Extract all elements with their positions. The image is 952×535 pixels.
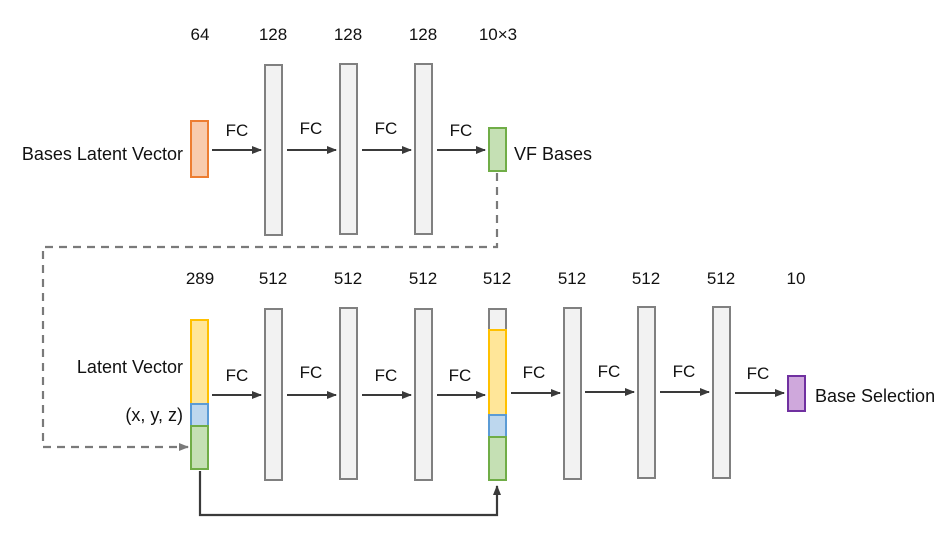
fc-label: FC bbox=[226, 366, 249, 385]
base-selection-label: Base Selection bbox=[815, 386, 935, 406]
fc-label: FC bbox=[747, 364, 770, 383]
vf-bases-connector bbox=[41, 173, 499, 451]
bottom-dim-label: 512 bbox=[409, 269, 437, 288]
bottom-hidden-layer bbox=[637, 306, 656, 479]
vf-bases-label: VF Bases bbox=[514, 144, 592, 164]
concat-vf-bases-segment bbox=[488, 436, 507, 481]
fc-label: FC bbox=[300, 119, 323, 138]
fc-label: FC bbox=[300, 363, 323, 382]
bottom-hidden-layer bbox=[264, 308, 283, 481]
skip-connection-arrow bbox=[198, 471, 501, 517]
latent-vector-segment bbox=[190, 319, 209, 405]
top-dim-label: 128 bbox=[334, 25, 362, 44]
bottom-hidden-layer bbox=[414, 308, 433, 481]
bottom-hidden-layer bbox=[339, 307, 358, 480]
bottom-dim-label: 512 bbox=[707, 269, 735, 288]
bottom-dim-label: 512 bbox=[558, 269, 586, 288]
bottom-hidden-layer bbox=[563, 307, 582, 480]
vf-bases-segment bbox=[190, 425, 209, 470]
fc-label: FC bbox=[226, 121, 249, 140]
bottom-dim-label: 512 bbox=[259, 269, 287, 288]
top-dim-label: 128 bbox=[259, 25, 287, 44]
concat-latent-segment bbox=[488, 329, 507, 416]
fc-label: FC bbox=[449, 366, 472, 385]
xyz-label: (x, y, z) bbox=[125, 405, 183, 425]
bottom-dim-label: 10 bbox=[787, 269, 806, 288]
bottom-network: 289 512 512 512 512 512 512 512 10 Laten… bbox=[77, 269, 935, 481]
bottom-dim-label: 512 bbox=[632, 269, 660, 288]
top-dim-label: 128 bbox=[409, 25, 437, 44]
vf-bases-block bbox=[488, 127, 507, 172]
concat-layer-hidden-segment bbox=[488, 308, 507, 331]
top-dim-label: 64 bbox=[191, 25, 210, 44]
base-selection-block bbox=[787, 375, 806, 412]
fc-label: FC bbox=[450, 121, 473, 140]
top-dim-label: 10×3 bbox=[479, 25, 517, 44]
xyz-segment bbox=[190, 403, 209, 427]
bottom-hidden-layer bbox=[712, 306, 731, 479]
fc-label: FC bbox=[598, 362, 621, 381]
bottom-dim-label: 289 bbox=[186, 269, 214, 288]
top-hidden-layer bbox=[264, 64, 283, 236]
bases-latent-vector-block bbox=[190, 120, 209, 178]
top-network: 64 128 128 128 10×3 Bases Latent Vector … bbox=[22, 25, 592, 236]
bottom-dim-label: 512 bbox=[334, 269, 362, 288]
concat-xyz-segment bbox=[488, 414, 507, 438]
bases-latent-vector-label: Bases Latent Vector bbox=[22, 144, 183, 164]
latent-vector-label: Latent Vector bbox=[77, 357, 183, 377]
fc-label: FC bbox=[673, 362, 696, 381]
bottom-dim-label: 512 bbox=[483, 269, 511, 288]
top-hidden-layer bbox=[414, 63, 433, 235]
fc-label: FC bbox=[375, 119, 398, 138]
fc-label: FC bbox=[523, 363, 546, 382]
top-hidden-layer bbox=[339, 63, 358, 235]
fc-label: FC bbox=[375, 366, 398, 385]
